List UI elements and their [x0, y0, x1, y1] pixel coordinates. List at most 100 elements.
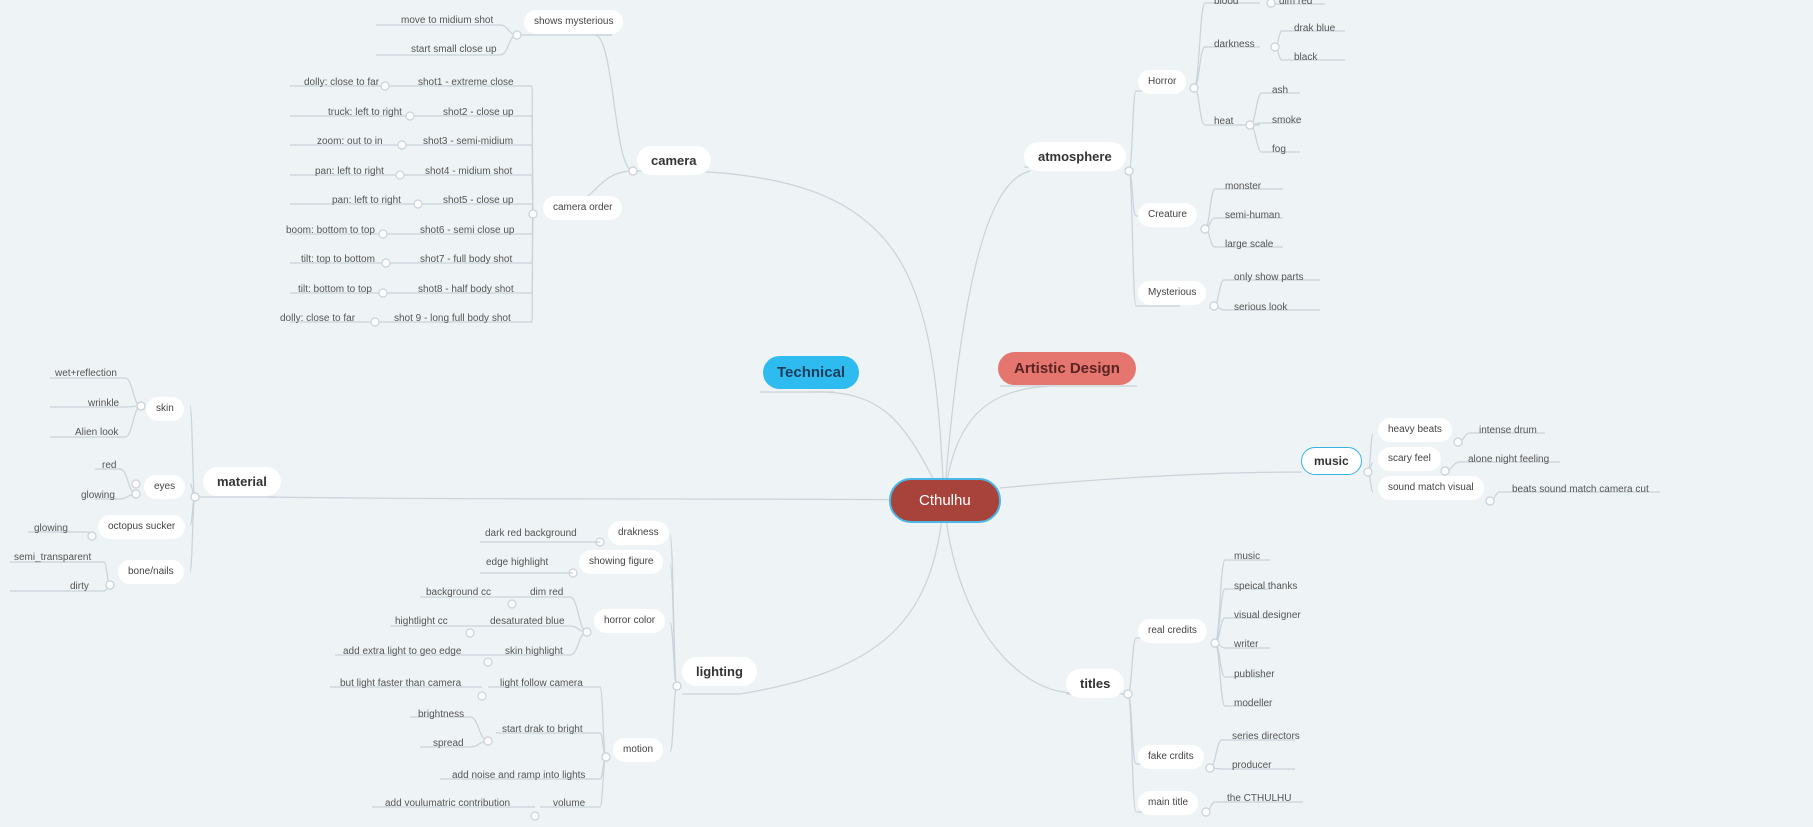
mysterious-item[interactable]: serious look — [1234, 302, 1288, 313]
camera-move[interactable]: boom: bottom to top — [286, 225, 375, 236]
camera-order[interactable]: camera order — [543, 196, 623, 220]
horror-leaf[interactable]: fog — [1272, 144, 1286, 155]
atmosphere-creature[interactable]: Creature — [1138, 203, 1197, 227]
mysterious-item[interactable]: only show parts — [1234, 272, 1304, 283]
camera-move[interactable]: dolly: close to far — [304, 77, 380, 88]
credits-item[interactable]: the CTHULHU — [1227, 793, 1292, 804]
atmosphere-horror[interactable]: Horror — [1138, 70, 1187, 94]
music-sub[interactable]: alone night feeling — [1468, 454, 1550, 465]
camera-shot[interactable]: shot5 - close up — [443, 195, 514, 206]
lighting-showing-figure[interactable]: showing figure — [579, 550, 664, 574]
camera-shot[interactable]: shot4 - midium shot — [425, 166, 513, 177]
atmosphere-mysterious[interactable]: Mysterious — [1138, 281, 1207, 305]
motion-sub[interactable]: but light faster than camera — [340, 678, 462, 689]
camera-move[interactable]: truck: left to right — [328, 107, 402, 118]
camera-shot[interactable]: shot2 - close up — [443, 107, 514, 118]
material-eyes[interactable]: eyes — [144, 475, 186, 499]
motion-item[interactable]: add noise and ramp into lights — [452, 770, 586, 781]
octopus-item[interactable]: glowing — [34, 523, 68, 534]
mysterious-item[interactable]: move to midium shot — [401, 15, 494, 26]
motion-sub[interactable]: spread — [433, 738, 464, 749]
music-sound-match-visual[interactable]: sound match visual — [1378, 476, 1484, 500]
credits-item[interactable]: producer — [1232, 760, 1272, 771]
horror-group[interactable]: heat — [1214, 116, 1234, 127]
horror-leaf[interactable]: dim red — [1279, 0, 1313, 7]
lighting-drakness[interactable]: drakness — [608, 521, 669, 545]
horror-leaf[interactable]: drak blue — [1294, 23, 1336, 34]
floating-topic-artistic-design[interactable]: Artistic Design — [998, 352, 1136, 385]
camera-move[interactable]: pan: left to right — [315, 166, 384, 177]
bone-item[interactable]: dirty — [70, 581, 89, 592]
credits-item[interactable]: modeller — [1234, 698, 1273, 709]
skin-item[interactable]: wrinkle — [88, 398, 120, 409]
credits-item[interactable]: series directors — [1232, 731, 1300, 742]
camera-shot[interactable]: shot8 - half body shot — [418, 284, 514, 295]
motion-item[interactable]: light follow camera — [500, 678, 583, 689]
eyes-item[interactable]: red — [102, 460, 117, 471]
music-heavy-beats[interactable]: heavy beats — [1378, 418, 1452, 442]
music-scary-feel[interactable]: scary feel — [1378, 447, 1441, 471]
titles-real-credits[interactable]: real credits — [1138, 619, 1207, 643]
camera-shot[interactable]: shot3 - semi-midium — [423, 136, 514, 147]
credits-item[interactable]: speical thanks — [1234, 581, 1298, 592]
horror-leaf[interactable]: ash — [1272, 85, 1289, 96]
branch-material[interactable]: material — [203, 467, 281, 496]
music-sub[interactable]: beats sound match camera cut — [1512, 484, 1649, 495]
camera-move[interactable]: tilt: top to bottom — [301, 254, 375, 265]
lighting-motion[interactable]: motion — [613, 738, 664, 762]
camera-move[interactable]: tilt: bottom to top — [298, 284, 372, 295]
horror-color-sub[interactable]: background cc — [426, 587, 492, 598]
credits-item[interactable]: writer — [1234, 639, 1259, 650]
credits-item[interactable]: publisher — [1234, 669, 1275, 680]
motion-item[interactable]: start drak to bright — [502, 724, 583, 735]
collapse-dot — [582, 627, 592, 637]
horror-color-item[interactable]: skin highlight — [505, 646, 563, 657]
connector — [124, 377, 142, 407]
music-sub[interactable]: intense drum — [1479, 425, 1537, 436]
horror-group[interactable]: darkness — [1214, 39, 1255, 50]
camera-shot[interactable]: shot1 - extreme close — [418, 77, 514, 88]
skin-item[interactable]: Alien look — [75, 427, 119, 438]
lighting-horror-color[interactable]: horror color — [594, 609, 666, 633]
root-topic-cthulhu[interactable]: Cthulhu — [889, 478, 1001, 523]
camera-move[interactable]: dolly: close to far — [280, 313, 356, 324]
camera-shot[interactable]: shot7 - full body shot — [420, 254, 513, 265]
creature-item[interactable]: monster — [1225, 181, 1262, 192]
motion-sub[interactable]: add voulumatric contribution — [385, 798, 511, 809]
motion-item[interactable]: volume — [553, 798, 586, 809]
horror-color-sub[interactable]: hightlight cc — [395, 616, 448, 627]
horror-leaf[interactable]: smoke — [1272, 115, 1302, 126]
lighting-leaf[interactable]: edge highlight — [486, 557, 549, 568]
eyes-item[interactable]: glowing — [81, 490, 115, 501]
branch-lighting[interactable]: lighting — [682, 657, 757, 686]
branch-music[interactable]: music — [1301, 447, 1362, 475]
mysterious-item[interactable]: start small close up — [411, 44, 497, 55]
motion-sub[interactable]: brightness — [418, 709, 465, 720]
bone-item[interactable]: semi_transparent — [14, 552, 92, 563]
camera-move[interactable]: pan: left to right — [332, 195, 401, 206]
horror-group[interactable]: blood — [1214, 0, 1239, 7]
camera-shot[interactable]: shot 9 - long full body shot — [394, 313, 511, 324]
horror-color-sub[interactable]: add extra light to geo edge — [343, 646, 462, 657]
material-bone-nails[interactable]: bone/nails — [118, 560, 184, 584]
credits-item[interactable]: music — [1234, 551, 1261, 562]
creature-item[interactable]: large scale — [1225, 239, 1274, 250]
branch-camera[interactable]: camera — [637, 146, 711, 175]
material-skin[interactable]: skin — [146, 397, 184, 421]
creature-item[interactable]: semi-human — [1225, 210, 1281, 221]
material-octopus-sucker[interactable]: octopus sucker — [98, 515, 186, 539]
horror-leaf[interactable]: black — [1294, 52, 1318, 63]
skin-item[interactable]: wet+reflection — [55, 368, 117, 379]
credits-item[interactable]: visual designer — [1234, 610, 1301, 621]
titles-main-title[interactable]: main title — [1138, 791, 1199, 815]
floating-topic-technical[interactable]: Technical — [763, 356, 860, 389]
branch-atmosphere[interactable]: atmosphere — [1024, 142, 1126, 171]
camera-shot[interactable]: shot6 - semi close up — [420, 225, 515, 236]
titles-fake-credits[interactable]: fake crdits — [1138, 745, 1204, 769]
camera-move[interactable]: zoom: out to in — [317, 136, 383, 147]
lighting-leaf[interactable]: dark red background — [485, 528, 577, 539]
camera-shows-mysterious[interactable]: shows mysterious — [524, 10, 624, 34]
horror-color-item[interactable]: dim red — [530, 587, 564, 598]
horror-color-item[interactable]: desaturated blue — [490, 616, 565, 627]
branch-titles[interactable]: titles — [1066, 669, 1125, 698]
